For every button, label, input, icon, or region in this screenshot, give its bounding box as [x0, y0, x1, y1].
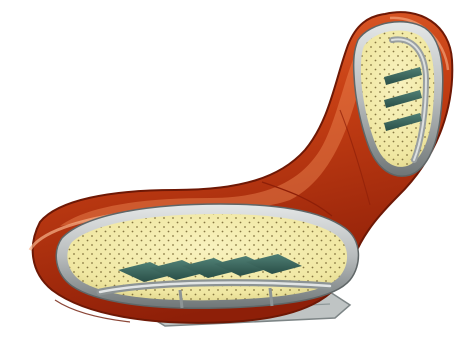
- cutaway-seat-illustration: [0, 0, 458, 345]
- illustration-canvas: [0, 0, 458, 345]
